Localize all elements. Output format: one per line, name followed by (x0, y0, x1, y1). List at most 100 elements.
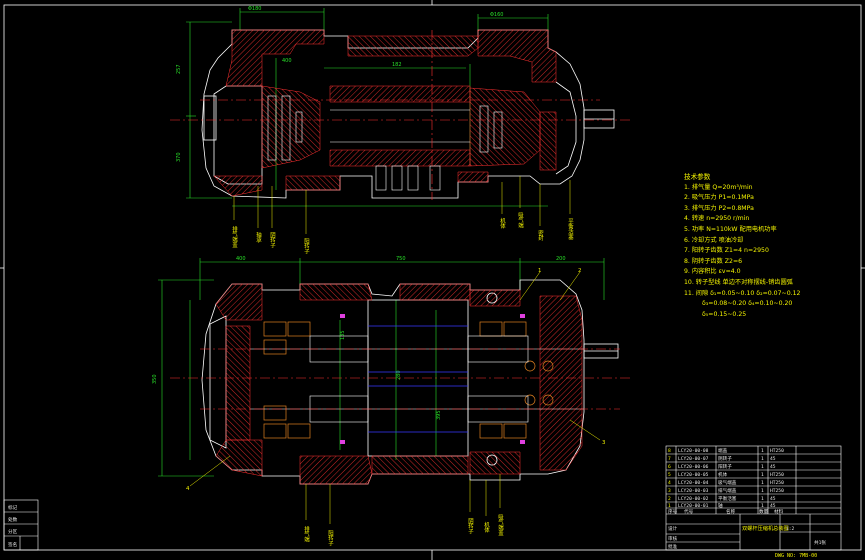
bottom-hidden-lines (368, 325, 468, 433)
header-qty: 数量 (759, 508, 769, 515)
sheet-count: 共1张 (814, 539, 826, 546)
parts-row: 4 LCY20-00-04 吸气端盖 1 HT250 (668, 479, 784, 486)
bottom-dim-2: 750 (396, 256, 406, 262)
part-mat: HT250 (770, 448, 784, 454)
top-leader-label-1: 排气端盖 (231, 225, 238, 248)
part-name: 机体 (718, 471, 728, 478)
part-no: 2 (668, 496, 671, 502)
part-qty: 1 (761, 456, 764, 462)
approve-label: 批准 (668, 543, 678, 550)
check-label: 审核 (668, 535, 678, 542)
bottom-leader-label-5: 吸气端盖 (497, 514, 504, 536)
bottom-leader-label-1: 排气端 (303, 525, 310, 544)
part-name: 端盖 (718, 447, 728, 454)
top-dim-1: Φ180 (248, 6, 261, 12)
parts-row: 8 LCY20-00-08 端盖 1 HT250 (668, 447, 784, 454)
part-name: 平衡活塞 (718, 495, 737, 502)
top-side-dim-2: 370 (176, 152, 182, 162)
bottom-leader-label-4: 机体 (483, 521, 490, 534)
parts-list: 8 LCY20-00-08 端盖 1 HT250 7 LCY20-00-07 阴… (668, 447, 784, 515)
balloon-2: 2 (578, 268, 581, 274)
part-mat: 45 (770, 496, 776, 502)
top-leader-label-6: 吸气端 (517, 212, 524, 230)
part-no: 5 (668, 472, 671, 478)
top-leader-label-8: 平衡活塞 (567, 218, 574, 240)
header-name: 名称 (726, 508, 736, 515)
top-section-view: Φ180 Φ160 257 370 182 400 (170, 6, 630, 255)
top-inner-dim-2: 400 (282, 58, 292, 64)
parts-row: 7 LCY20-00-07 阴转子 1 45 (668, 455, 776, 462)
part-no: 1 (668, 503, 671, 509)
bottom-section-view: 400 750 200 350 135 280 395 (152, 256, 630, 547)
balloon-1: 1 (538, 268, 541, 274)
bottom-side-dim: 350 (152, 374, 158, 384)
drawing-title: 双螺杆压缩机总装图 (742, 524, 789, 532)
part-qty: 1 (761, 480, 764, 486)
technical-notes: 技术参数 1. 排气量 Q=20m³/min 2. 吸气压力 P1=0.1MPa… (684, 172, 860, 320)
part-qty: 1 (761, 448, 764, 454)
balloon-4: 4 (186, 486, 190, 492)
revision-row-3: 分区 (8, 528, 18, 535)
part-no: 8 (668, 448, 671, 454)
part-qty: 1 (761, 488, 764, 494)
parts-row: 6 LCY20-00-06 阳转子 1 45 (668, 463, 776, 470)
part-qty: 1 (761, 503, 764, 509)
title-block (665, 445, 842, 551)
drawn-label: 设计 (668, 525, 678, 532)
note-line-5: 5. 功率 N=110kW 配用电机功率 (684, 225, 777, 233)
part-no: 6 (668, 464, 671, 470)
revision-row-4: 签名 (8, 541, 17, 548)
top-internal-details (267, 95, 503, 191)
part-qty: 1 (761, 472, 764, 478)
part-name: 排气端盖 (718, 487, 737, 494)
header-mat: 材料 (774, 508, 784, 515)
part-code: LCY20-00-05 (678, 472, 709, 478)
part-code: LCY20-00-02 (678, 496, 709, 502)
part-no: 3 (668, 488, 671, 494)
bottom-dim-1: 400 (236, 256, 246, 262)
note-line-12: δ₃=0.08~0.20 δ₄=0.10~0.20 (702, 300, 793, 308)
bottom-leader-label-2: 阳转子 (327, 529, 334, 547)
note-line-11: 11. 间隙 δ₁=0.05~0.10 δ₂=0.07~0.12 (684, 289, 801, 297)
parts-row: 1 LCY20-00-01 轴 1 45 (668, 502, 776, 509)
note-line-13: δ₅=0.15~0.25 (702, 310, 747, 318)
bottom-balloon-leaders (189, 271, 601, 524)
part-mat: HT250 (770, 472, 784, 478)
scale-value: 1:2 (786, 526, 795, 532)
header-code: 代号 (684, 508, 694, 515)
top-center-lines (170, 30, 630, 200)
part-name: 阳转子 (718, 463, 732, 470)
part-name: 轴 (718, 502, 723, 509)
top-leader-label-2: 轴承 (255, 231, 262, 243)
part-code: LCY20-00-01 (678, 503, 709, 509)
top-leaders (233, 176, 571, 234)
top-side-dim-1: 257 (176, 64, 182, 74)
top-leader-label-5: 机体 (499, 217, 506, 230)
parts-row: 5 LCY20-00-05 机体 1 HT250 (668, 471, 784, 478)
bottom-hatch-regions (215, 283, 583, 485)
parts-header: 序号 代号 名称 数量 材料 (668, 508, 784, 515)
note-line-4: 4. 转速 n=2950 r/min (684, 215, 750, 223)
note-line-9: 9. 内容积比 εv=4.0 (684, 268, 741, 276)
parts-row: 2 LCY20-00-02 平衡活塞 1 45 (668, 495, 776, 502)
part-code: LCY20-00-06 (678, 464, 709, 470)
bottom-inner-dim-2: 280 (396, 370, 402, 380)
part-name: 吸气端盖 (718, 479, 737, 486)
header-no: 序号 (668, 508, 678, 515)
top-hatch-regions (213, 29, 557, 197)
part-no: 4 (668, 480, 671, 486)
part-mat: HT250 (770, 488, 784, 494)
bottom-accent-marks (340, 314, 525, 444)
note-line-7: 7. 阳转子齿数 Z1=4 n=2950 (684, 247, 769, 255)
top-leader-label-3: 阴转子 (269, 231, 276, 249)
top-dim-2: Φ160 (490, 12, 503, 18)
part-mat: 45 (770, 456, 776, 462)
revision-row-2: 处数 (8, 516, 18, 523)
drawing-footer: DWG NO: 7MB-00 (775, 553, 818, 559)
bottom-center-lines (170, 348, 630, 410)
part-code: LCY20-00-04 (678, 480, 709, 486)
note-line-1: 1. 排气量 Q=20m³/min (684, 183, 753, 191)
bottom-dim-3: 200 (556, 256, 566, 262)
bottom-bearings (263, 321, 554, 439)
